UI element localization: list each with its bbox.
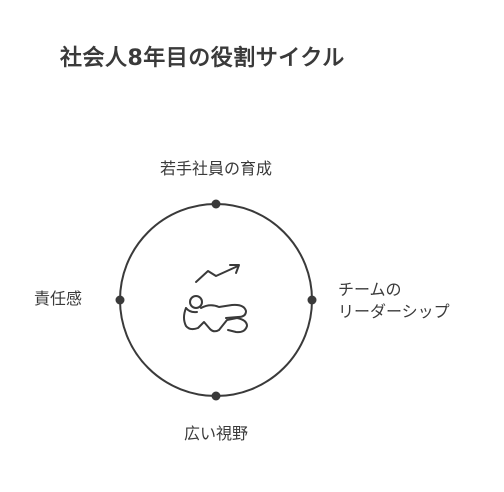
node-label-top: 若手社員の育成: [159, 159, 272, 178]
node-label-right-line2: リーダーシップ: [338, 302, 450, 321]
person-body-icon: [183, 303, 248, 334]
person-head-icon: [189, 295, 203, 309]
page-title: 社会人8年目の役割サイクル: [60, 46, 345, 71]
growth-person-icon: [183, 264, 248, 334]
trend-arrow-icon: [195, 264, 240, 283]
node-label-bottom: 広い視野: [183, 424, 248, 443]
node-dot-top: [211, 199, 221, 209]
cycle-ring: [119, 203, 313, 397]
node-dot-right: [307, 295, 317, 305]
node-label-right: チームの リーダーシップ: [338, 279, 450, 323]
node-label-right-line1: チームの: [338, 280, 402, 299]
node-dot-left: [115, 295, 125, 305]
node-label-left: 責任感: [34, 289, 83, 308]
node-dot-bottom: [211, 391, 221, 401]
